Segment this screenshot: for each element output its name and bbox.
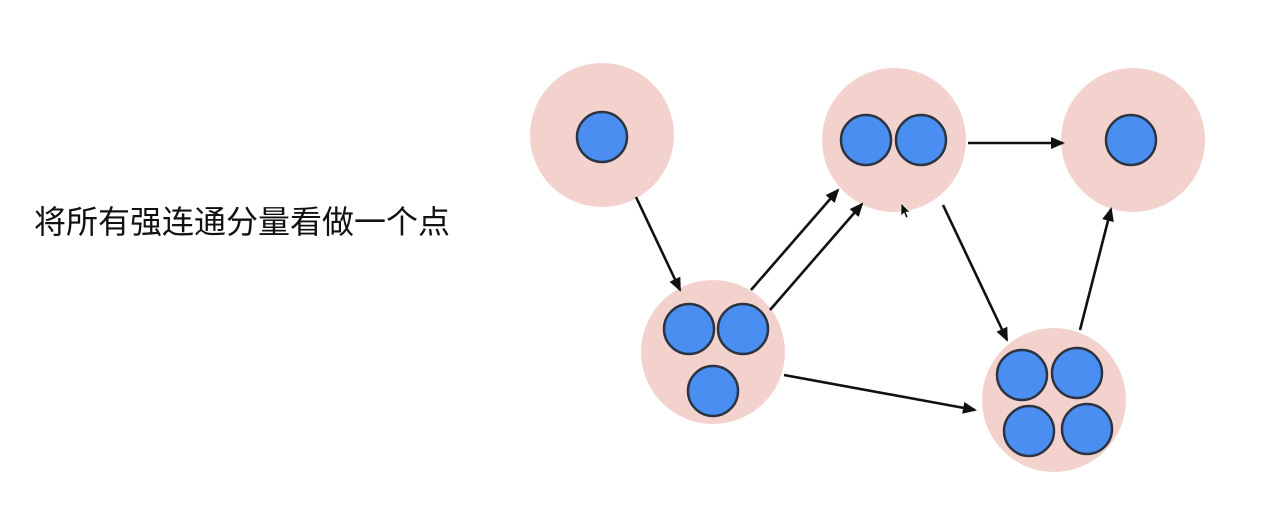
vertex-scc2-1 xyxy=(662,302,716,356)
vertex-scc5-2 xyxy=(1050,346,1104,400)
edge-scc1-to-scc2 xyxy=(634,196,682,292)
vertex-scc2-3 xyxy=(686,364,740,418)
vertex-scc4-1 xyxy=(1104,113,1158,167)
component-scc-3 xyxy=(822,68,966,212)
component-scc-5 xyxy=(982,328,1126,472)
vertex-scc3-2 xyxy=(894,113,948,167)
edge-scc2-to-scc5 xyxy=(783,373,977,414)
vertex-scc3-1 xyxy=(839,113,893,167)
slide-caption: 将所有强连通分量看做一个点 xyxy=(34,203,451,241)
mouse-pointer-icon xyxy=(900,202,911,219)
edge-scc2-to-scc3-a xyxy=(750,188,840,291)
edges-layer xyxy=(634,137,1114,414)
edge-scc2-to-scc3-b xyxy=(769,202,864,311)
vertex-scc1-1 xyxy=(575,110,629,164)
edge-scc3-to-scc5 xyxy=(941,204,1009,342)
vertex-scc5-3 xyxy=(1002,404,1056,458)
vertex-scc5-4 xyxy=(1060,402,1114,456)
vertices-layer xyxy=(575,110,1158,458)
edge-scc5-to-scc4 xyxy=(1078,207,1114,331)
vertex-scc2-2 xyxy=(716,302,770,356)
vertex-scc5-1 xyxy=(995,348,1049,402)
